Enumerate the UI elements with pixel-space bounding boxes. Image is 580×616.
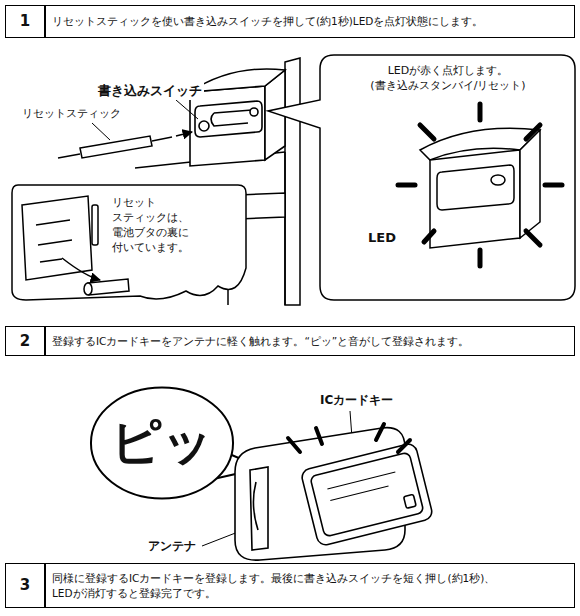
inset-note: リセット スティックは、 電池ブタの裏に 付いています。	[108, 190, 242, 261]
step-number-text: 3	[20, 575, 30, 595]
step-number: 3	[5, 563, 45, 608]
step-instruction-text: リセットスティックを使い書き込みスイッチを押して(約1秒)LEDを点灯状態にしま…	[52, 14, 483, 28]
step-instruction: 同様に登録するICカードキーを登録します。最後に書き込みスイッチを短く押し(約1…	[45, 563, 575, 608]
inset-panel	[12, 185, 246, 300]
step-instruction: 登録するICカードキーをアンテナに軽く触れます。“ピッ”と音がして登録されます。	[45, 326, 575, 356]
step-number-text: 2	[20, 331, 30, 351]
speech-bubble: ピッ	[88, 384, 236, 502]
callout-text-box: LEDが赤く点灯します。 (書き込みスタンバイ/リセット)	[322, 58, 574, 118]
step-number: 2	[5, 326, 45, 356]
inset-note-text: リセット スティックは、 電池ブタの裏に 付いています。	[112, 196, 222, 255]
callout-bubble	[268, 55, 575, 300]
step-instruction-text: 登録するICカードキーをアンテナに軽く触れます。“ピッ”と音がして登録されます。	[52, 334, 469, 348]
part-label: アンテナ	[146, 538, 198, 555]
ic-card-key	[300, 442, 433, 546]
reset-stick	[58, 132, 192, 158]
speech-bubble-text: ピッ	[111, 409, 213, 477]
bubble-ellipse	[91, 388, 233, 499]
step-number: 1	[5, 5, 45, 38]
part-label: ICカードキー	[318, 392, 395, 409]
led	[250, 108, 258, 116]
led	[491, 175, 505, 185]
beep-rays	[288, 424, 410, 452]
step-instruction: リセットスティックを使い書き込みスイッチを押して(約1秒)LEDを点灯状態にしま…	[45, 5, 575, 38]
part-label: LED	[366, 230, 398, 245]
reader-unit	[190, 69, 285, 166]
callout-text-box-text: LEDが赤く点灯します。 (書き込みスタンバイ/リセット)	[343, 64, 553, 94]
light-rays	[398, 104, 562, 266]
part-label: 書き込みスイッチ	[96, 82, 204, 100]
write-switch	[199, 121, 209, 131]
step-instruction-text: 同様に登録するICカードキーを登録します。最後に書き込みスイッチを短く押し(約1…	[52, 571, 568, 599]
part-label: リセットスティック	[20, 106, 123, 121]
step-number-text: 1	[20, 11, 30, 31]
